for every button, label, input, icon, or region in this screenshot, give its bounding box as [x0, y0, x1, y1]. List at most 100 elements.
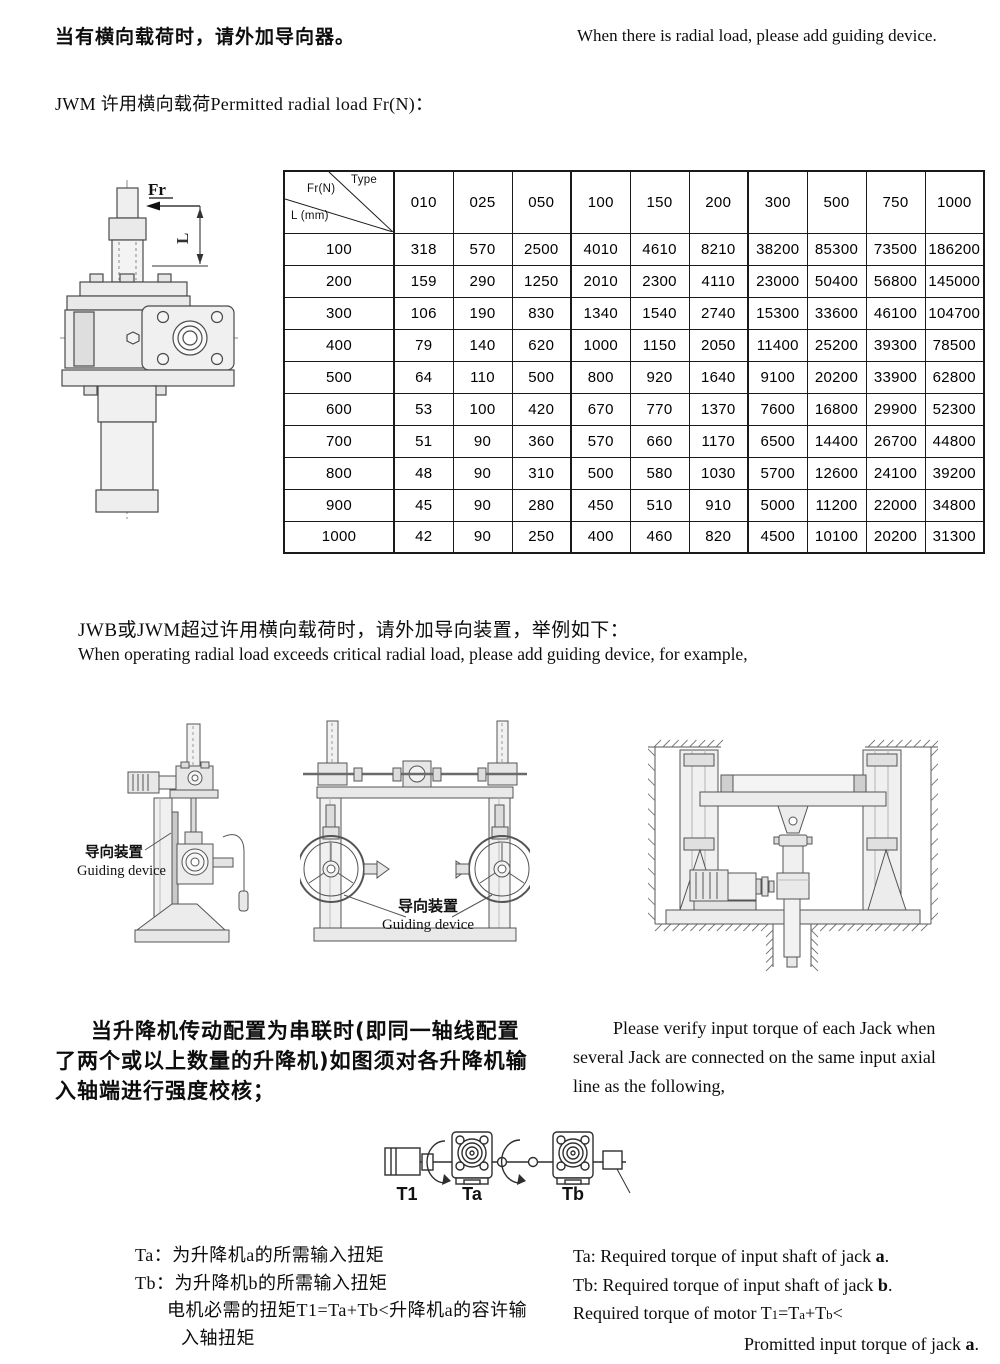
cell: 4610 — [629, 232, 690, 266]
col-header: 010 — [393, 170, 454, 234]
cell: 570 — [570, 424, 631, 458]
col-header: 050 — [511, 170, 572, 234]
ta-label: Ta — [462, 1184, 483, 1204]
cell: 73500 — [865, 232, 926, 266]
serial-note-en: Please verify input torque of each Jack … — [573, 1014, 983, 1101]
l-label: L — [173, 233, 192, 244]
cell: 50400 — [806, 264, 867, 298]
cell: 106 — [393, 296, 454, 330]
t1-label: T1 — [396, 1184, 417, 1204]
stand-base — [134, 903, 230, 943]
cell: 770 — [629, 392, 690, 426]
serial-note-cn-line: 入轴端进行强度校核； — [55, 1079, 275, 1103]
corner-l-label: L (mm) — [291, 210, 329, 222]
footer-note-en-line1: Ta: Required torque of input shaft of ja… — [573, 1246, 890, 1266]
cell: 12600 — [806, 456, 867, 490]
footer-note-cn-line: Tb：为升降机b的所需输入扭矩 — [135, 1272, 388, 1293]
cell: 4110 — [688, 264, 749, 298]
corner-fr-label: Fr(N) — [307, 183, 336, 195]
rotation-arrow — [426, 1140, 451, 1185]
deck-hatch-left — [653, 739, 724, 748]
guiding-device-label-en: Guiding device — [77, 863, 166, 879]
serial-note-cn-line: 当升降机传动配置为串联时(即同一轴线配置 — [91, 1019, 520, 1043]
leader-line — [144, 832, 172, 851]
cell: 6500 — [747, 424, 808, 458]
subtitle-permitted-radial-load: JWM 许用横向载荷Permitted radial load Fr(N)： — [55, 94, 434, 114]
cell: 5700 — [747, 456, 808, 490]
table-corner-cell: Fr(N) Type L (mm) — [283, 170, 395, 234]
jack-dimension-figure: Fr L — [60, 180, 238, 520]
cell: 46100 — [865, 296, 926, 330]
footer-note-cn-line: Ta：为升降机a的所需输入扭矩 — [135, 1245, 385, 1265]
cell: 1250 — [511, 264, 572, 298]
cell: 920 — [629, 360, 690, 394]
cell: 670 — [570, 392, 631, 426]
cell: 39300 — [865, 328, 926, 362]
cell: 820 — [688, 520, 749, 554]
cell: 2500 — [511, 232, 572, 266]
l-dimension: L — [152, 206, 208, 267]
cell: 145000 — [924, 264, 985, 298]
cell: 33600 — [806, 296, 867, 330]
cell: 570 — [452, 232, 513, 266]
cell: 660 — [629, 424, 690, 458]
cell: 85300 — [806, 232, 867, 266]
motor-drive — [689, 869, 775, 911]
col-header: 150 — [629, 170, 690, 234]
cell: 11200 — [806, 488, 867, 522]
leader-line — [451, 894, 493, 918]
heading-cn: 当有横向载荷时，请外加导向器。 — [55, 26, 356, 48]
col-header: 200 — [688, 170, 749, 234]
cell: 1170 — [688, 424, 749, 458]
cell: 910 — [688, 488, 749, 522]
corner-type-label: Type — [351, 174, 378, 186]
cell: 62800 — [924, 360, 985, 394]
stand-column — [153, 789, 219, 930]
row-header: 1000 — [283, 520, 395, 554]
cell: 110 — [452, 360, 513, 394]
pit-hatch-left — [765, 929, 774, 972]
fr-label: Fr — [148, 180, 166, 199]
cell: 90 — [452, 520, 513, 554]
cell: 1000 — [570, 328, 631, 362]
cell: 23000 — [747, 264, 808, 298]
cell: 100 — [452, 392, 513, 426]
jack-ta — [451, 1131, 493, 1185]
cell: 510 — [629, 488, 690, 522]
wheel-left — [300, 804, 390, 903]
cell: 34800 — [924, 488, 985, 522]
cell: 190 — [452, 296, 513, 330]
cell: 104700 — [924, 296, 985, 330]
serial-note-en-line: line as the following, — [573, 1076, 725, 1096]
corner-diagonals — [285, 172, 393, 233]
cell: 620 — [511, 328, 572, 362]
col-header: 1000 — [924, 170, 985, 234]
cell: 310 — [511, 456, 572, 490]
footer-note-en-line3: Required torque of motor T1=Ta+Tb< — [573, 1303, 843, 1323]
cell: 20200 — [865, 520, 926, 554]
row-header: 400 — [283, 328, 395, 362]
cell: 400 — [570, 520, 631, 554]
cell: 90 — [452, 488, 513, 522]
cell: 20200 — [806, 360, 867, 394]
row-header: 900 — [283, 488, 395, 522]
cell: 1640 — [688, 360, 749, 394]
motor — [127, 771, 177, 794]
col-header: 500 — [806, 170, 867, 234]
footer-note-cn-line: 电机必需的扭矩T1=Ta+Tb<升降机a的容许输 — [167, 1300, 528, 1320]
fr-arrow: Fr — [146, 180, 200, 211]
col-header: 750 — [865, 170, 926, 234]
cell: 9100 — [747, 360, 808, 394]
cell: 2740 — [688, 296, 749, 330]
cell: 45 — [393, 488, 454, 522]
row-header: 700 — [283, 424, 395, 458]
cell: 90 — [452, 424, 513, 458]
cell: 1370 — [688, 392, 749, 426]
wall-hatch-left — [648, 748, 656, 921]
